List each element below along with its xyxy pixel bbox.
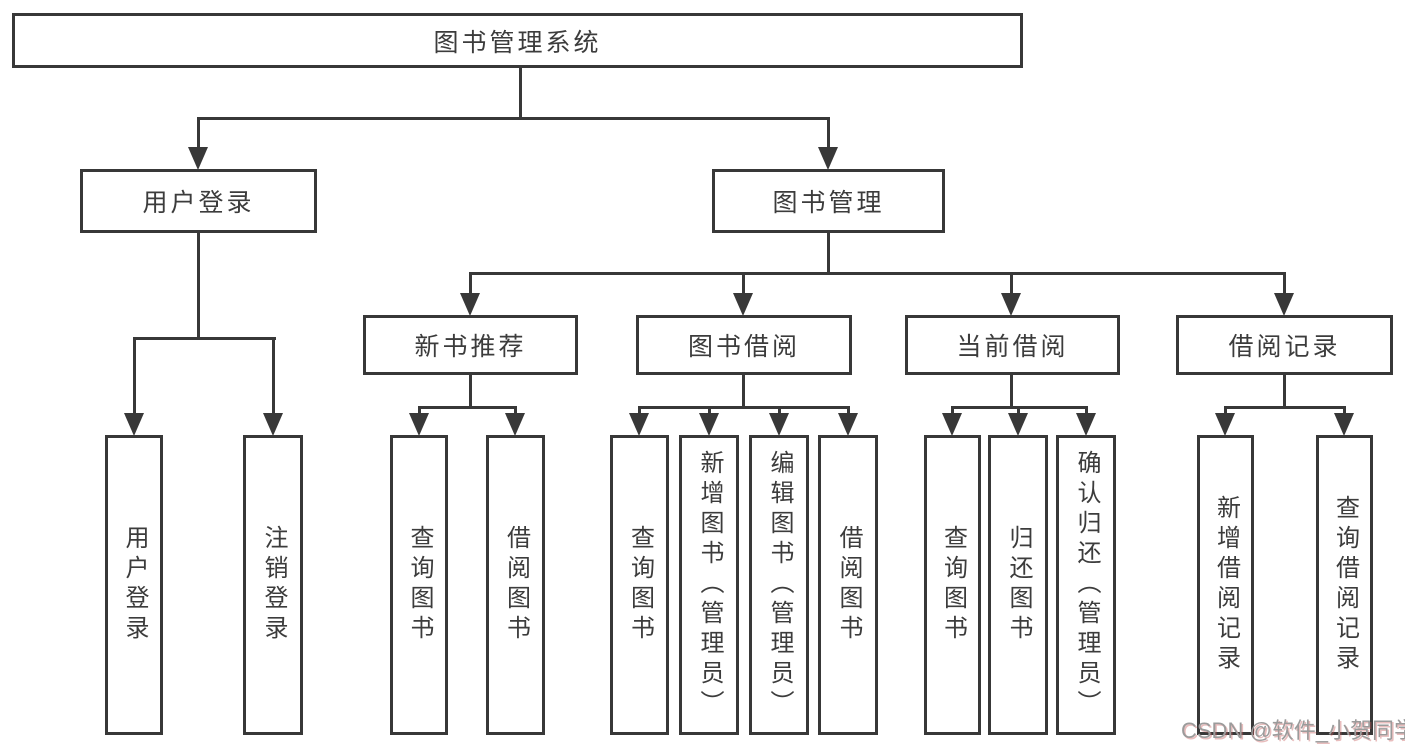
node-book-borrowing: 图书借阅: [636, 315, 852, 375]
node-user-login: 用户登录: [80, 169, 317, 233]
connector-current-borrow-drop: [1010, 272, 1013, 295]
connector-ul-logout-drop: [272, 337, 275, 415]
arrowhead-bb-borrow: [838, 413, 858, 436]
arrowhead-book-mgmt: [818, 147, 838, 170]
node-library-management-system: 图书管理系统: [12, 13, 1023, 68]
arrowhead-nb-query: [409, 413, 429, 436]
arrowhead-cb-confirm: [1076, 413, 1096, 436]
connector-new-books-stem: [469, 373, 472, 409]
arrowhead-ul-logout: [263, 413, 283, 436]
arrowhead-new-books: [460, 293, 480, 316]
arrowhead-br-query: [1334, 413, 1354, 436]
connector-book-borrow-drop: [742, 272, 745, 295]
leaf-label: 新增借阅记录: [1212, 495, 1240, 675]
connector-br-add-drop: [1224, 406, 1227, 416]
connector-bb-add-drop: [708, 406, 711, 416]
leaf-nb-borrow-books: 借阅图书: [486, 435, 545, 735]
leaf-label: 注销登录: [260, 525, 287, 645]
connector-br-query-drop: [1343, 406, 1346, 416]
node-label: 图书借阅: [687, 333, 800, 361]
csdn-watermark: CSDN @软件_小贺同学: [1181, 718, 1405, 743]
leaf-label: 编辑图书（管理员）: [766, 450, 793, 720]
leaf-label: 确认归还（管理员）: [1073, 450, 1100, 720]
leaf-bb-add-books-admin: 新增图书（管理员）: [679, 435, 739, 735]
connector-root-stem: [519, 68, 522, 119]
leaf-br-query-record: 查询借阅记录: [1316, 435, 1373, 735]
leaf-user-login: 用户登录: [105, 435, 163, 735]
node-new-book-recommend: 新书推荐: [363, 315, 578, 375]
leaf-label: 查询图书: [406, 525, 433, 645]
leaf-cb-query-books: 查询图书: [924, 435, 981, 735]
connector-book-borrow-splitter: [638, 406, 850, 409]
leaf-label: 查询借阅记录: [1331, 495, 1359, 675]
connector-user-login-stem: [197, 231, 200, 339]
node-label: 当前借阅: [956, 333, 1069, 361]
connector-new-books-splitter: [418, 406, 517, 409]
leaf-logout: 注销登录: [243, 435, 303, 735]
connector-user-login-splitter: [133, 337, 276, 340]
connector-ul-login-drop: [133, 337, 136, 415]
connector-level2-splitter: [197, 117, 830, 120]
arrowhead-cb-return: [1008, 413, 1028, 436]
leaf-bb-query-books: 查询图书: [610, 435, 669, 735]
leaf-bb-edit-books-admin: 编辑图书（管理员）: [749, 435, 809, 735]
node-label: 图书管理: [772, 189, 885, 217]
connector-book-borrow-stem: [742, 373, 745, 409]
node-label: 借阅记录: [1228, 333, 1341, 361]
arrowhead-bb-edit: [769, 413, 789, 436]
connector-bb-query-drop: [638, 406, 641, 416]
arrowhead-bb-query: [629, 413, 649, 436]
connector-bb-borrow-drop: [847, 406, 850, 416]
connector-nb-borrow-drop: [514, 406, 517, 416]
node-label: 新书推荐: [414, 333, 527, 361]
connector-cb-return-drop: [1017, 406, 1020, 416]
arrowhead-br-add: [1215, 413, 1235, 436]
leaf-label: 查询图书: [939, 525, 967, 645]
connector-borrow-records-splitter: [1224, 406, 1346, 409]
leaf-label: 查询图书: [626, 525, 654, 645]
node-borrowing-records: 借阅记录: [1176, 315, 1393, 375]
leaf-nb-query-books: 查询图书: [390, 435, 448, 735]
connector-user-login-drop: [197, 117, 200, 149]
arrowhead-bb-add: [699, 413, 719, 436]
leaf-cb-confirm-return-admin: 确认归还（管理员）: [1056, 435, 1116, 735]
leaf-label: 用户登录: [121, 525, 148, 645]
connector-nb-query-drop: [418, 406, 421, 416]
arrowhead-current-borrow: [1001, 293, 1021, 316]
leaf-label: 借阅图书: [835, 525, 862, 645]
arrowhead-borrow-records: [1274, 293, 1294, 316]
connector-cb-query-drop: [951, 406, 954, 416]
leaf-label: 新增图书（管理员）: [696, 450, 723, 720]
node-label: 用户登录: [142, 189, 255, 217]
connector-borrow-records-stem: [1283, 373, 1286, 409]
connector-new-books-drop: [469, 272, 472, 295]
leaf-bb-borrow-books: 借阅图书: [818, 435, 878, 735]
arrowhead-nb-borrow: [505, 413, 525, 436]
node-current-borrowing: 当前借阅: [905, 315, 1120, 375]
arrowhead-cb-query: [942, 413, 962, 436]
connector-bb-edit-drop: [778, 406, 781, 416]
connector-book-mgmt-drop: [827, 117, 830, 149]
connector-current-borrow-stem: [1010, 373, 1013, 409]
arrowhead-ul-login: [124, 413, 144, 436]
arrowhead-book-borrow: [733, 293, 753, 316]
leaf-cb-return-books: 归还图书: [988, 435, 1048, 735]
leaf-label: 借阅图书: [502, 525, 530, 645]
leaf-br-add-record: 新增借阅记录: [1197, 435, 1254, 735]
node-label: 图书管理系统: [433, 28, 602, 57]
connector-level3-splitter: [469, 272, 1286, 275]
connector-book-mgmt-stem: [827, 231, 830, 275]
arrowhead-user-login: [188, 147, 208, 170]
connector-borrow-records-drop: [1283, 272, 1286, 295]
connector-cb-confirm-drop: [1085, 406, 1088, 416]
leaf-label: 归还图书: [1005, 525, 1032, 645]
node-book-management: 图书管理: [712, 169, 945, 233]
